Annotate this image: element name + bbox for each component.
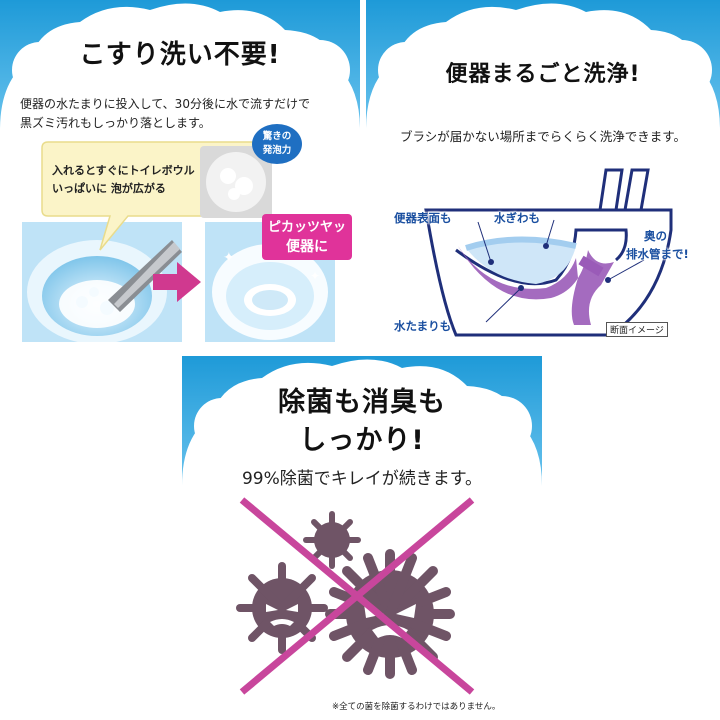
label-drain-line1: 奥の	[644, 229, 667, 243]
svg-text:✦: ✦	[223, 250, 235, 266]
toilet-before-illustration	[22, 222, 182, 342]
foam-badge	[252, 124, 302, 164]
panel2-desc: ブラシが届かない場所までらくらく洗浄できます。	[399, 129, 686, 144]
arrow-right-icon	[153, 262, 201, 302]
callout-line1: 入れるとすぐにトイレボウル	[52, 164, 195, 177]
shine-tag	[262, 214, 352, 260]
panel2-title: 便器まるごと洗浄!	[445, 62, 641, 87]
label-bowl-surface: 便器表面も	[394, 211, 452, 225]
panel1-desc-line2: 黒ズミ汚れもしっかり落とします。	[20, 116, 211, 130]
panel3-title-line1: 除菌も消臭も	[278, 387, 446, 418]
label-waterline: 水ぎわも	[494, 211, 540, 225]
toilet-cross-section-diagram	[424, 168, 673, 337]
panel3-desc: 99%除菌でキレイが続きます。	[241, 469, 483, 489]
foam-badge-line1: 驚きの	[262, 131, 292, 142]
panel3-title-line2: しっかり!	[299, 425, 425, 456]
cross-section-note: 断面イメージ	[606, 322, 668, 337]
panel3-footnote: ※全ての菌を除菌するわけではありません。	[332, 702, 501, 712]
panel-disinfect-deodorize: 除菌も消臭も しっかり! 99%除菌でキレイが続きます。	[182, 356, 542, 720]
shine-tag-line2: 便器に	[286, 239, 328, 255]
shine-tag-line1: ピカッツヤッ	[267, 220, 346, 235]
callout-line2: いっぱいに 泡が広がる	[52, 182, 166, 195]
label-drain-line2: 排水管まで!	[626, 247, 689, 261]
panel1-title: こすり洗い不要!	[79, 40, 281, 70]
panel-whole-toilet-clean: 便器まるごと洗浄! ブラシが届かない場所までらくらく洗浄できます。 便器表面も …	[366, 0, 720, 345]
germs-crossed-out-illustration	[236, 497, 475, 695]
panel-no-scrubbing: こすり洗い不要! 便器の水たまりに投入して、30分後に水で流すだけで 黒ズミ汚れ…	[0, 0, 360, 345]
panel1-desc-line1: 便器の水たまりに投入して、30分後に水で流すだけで	[20, 97, 310, 111]
label-water-pool: 水たまりも	[394, 319, 452, 333]
foam-badge-line2: 発泡力	[262, 145, 292, 156]
cloud-background	[182, 356, 542, 720]
svg-text:✦: ✦	[310, 269, 320, 283]
foam-photo	[200, 146, 272, 218]
